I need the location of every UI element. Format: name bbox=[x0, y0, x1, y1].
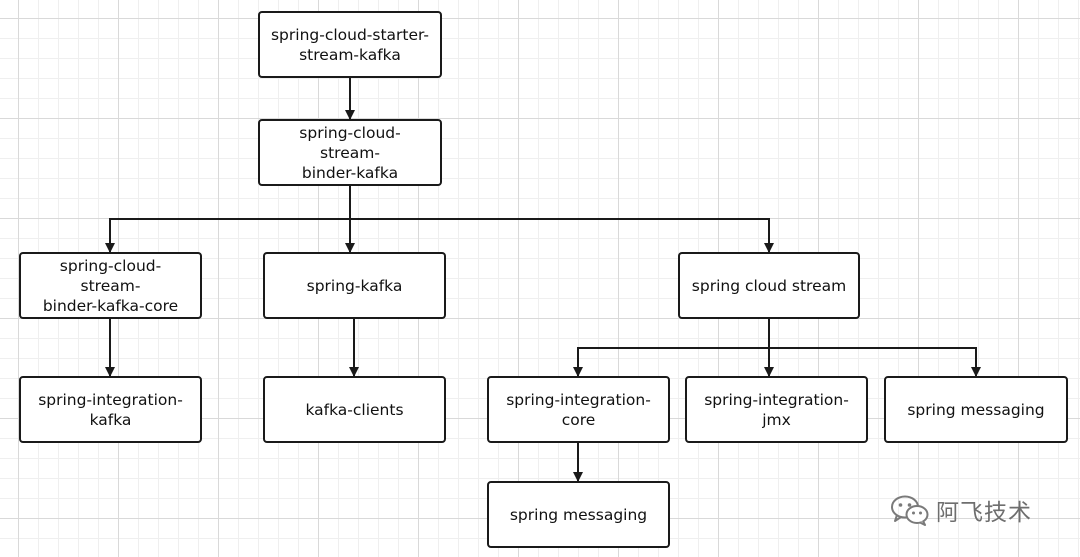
node-label: spring messaging bbox=[907, 400, 1045, 419]
node-spring-integration-kafka[interactable]: spring-integration- kafka bbox=[19, 376, 202, 443]
node-kafka-clients[interactable]: kafka-clients bbox=[263, 376, 446, 443]
edge-cloud-stream-to-messaging-right bbox=[769, 347, 981, 377]
watermark: 阿飞技术 bbox=[890, 492, 1032, 528]
edge-binder-to-cloud-stream bbox=[350, 218, 774, 253]
node-spring-cloud-stream[interactable]: spring cloud stream bbox=[678, 252, 860, 319]
node-spring-integration-core[interactable]: spring-integration- core bbox=[487, 376, 670, 443]
node-spring-cloud-starter-stream-kafka[interactable]: spring-cloud-starter- stream-kafka bbox=[258, 11, 442, 78]
node-spring-kafka[interactable]: spring-kafka bbox=[263, 252, 446, 319]
node-spring-messaging-bottom[interactable]: spring messaging bbox=[487, 481, 670, 548]
node-label: spring-cloud-starter- stream-kafka bbox=[270, 25, 430, 64]
node-label: spring-kafka bbox=[306, 276, 403, 295]
watermark-text: 阿飞技术 bbox=[936, 500, 1032, 526]
node-spring-messaging-right[interactable]: spring messaging bbox=[884, 376, 1068, 443]
node-label: spring-integration- kafka bbox=[38, 390, 183, 429]
wechat-icon bbox=[890, 494, 930, 526]
node-label: spring messaging bbox=[509, 505, 648, 524]
edge-binder-to-binder-core bbox=[105, 218, 350, 253]
node-spring-integration-jmx[interactable]: spring-integration- jmx bbox=[685, 376, 868, 443]
node-spring-cloud-stream-binder-kafka-core[interactable]: spring-cloud-stream- binder-kafka-core bbox=[19, 252, 202, 319]
node-label: spring-integration- core bbox=[506, 390, 651, 429]
node-label: spring cloud stream bbox=[691, 276, 847, 295]
node-label: spring-cloud-stream- binder-kafka-core bbox=[42, 256, 179, 315]
node-label: kafka-clients bbox=[305, 400, 404, 419]
node-label: spring-cloud-stream- binder-kafka bbox=[299, 123, 401, 182]
node-spring-cloud-stream-binder-kafka[interactable]: spring-cloud-stream- binder-kafka bbox=[258, 119, 442, 186]
edge-cloud-stream-to-integration-core bbox=[573, 347, 769, 377]
node-label: spring-integration- jmx bbox=[704, 390, 849, 429]
